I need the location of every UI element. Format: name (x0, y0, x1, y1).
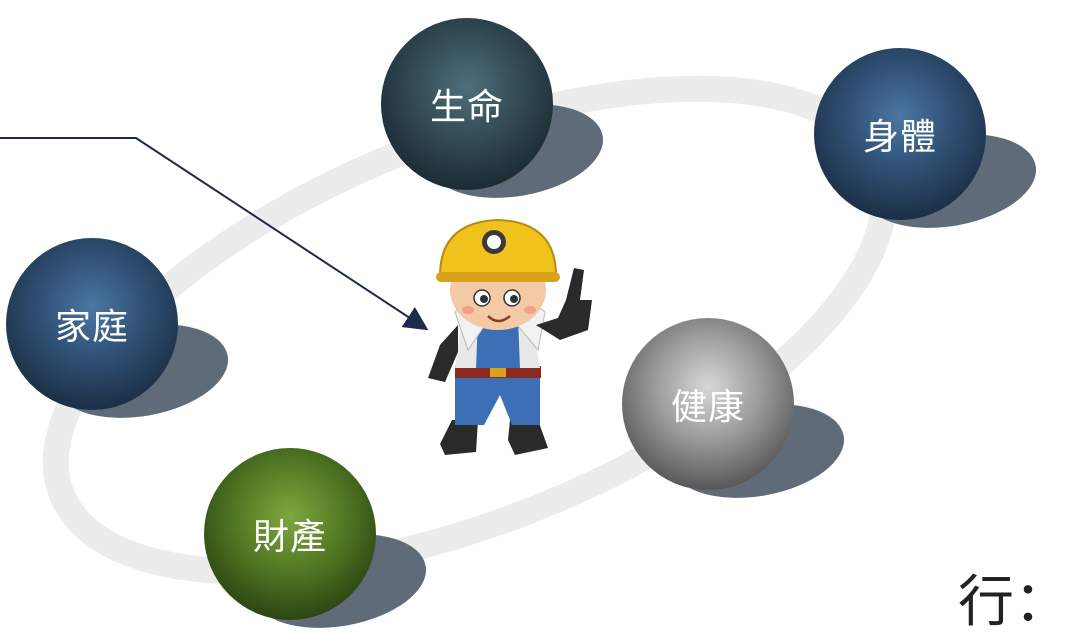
node-orb: 健康 (622, 318, 794, 490)
node-body: 身體 (814, 48, 1044, 241)
node-label: 財產 (252, 517, 327, 558)
node-label: 健康 (670, 387, 745, 428)
pointer-line (0, 137, 429, 331)
node-orb: 身體 (814, 48, 986, 220)
node-life: 生命 (381, 18, 611, 211)
node-label: 家庭 (54, 307, 129, 348)
node-family: 家庭 (6, 238, 236, 431)
miner-worker-thumbs-up-icon (428, 218, 592, 455)
corner-text: 行： (958, 570, 1070, 635)
node-label: 生命 (429, 87, 504, 128)
node-health: 健康 (622, 318, 852, 511)
node-orb: 財產 (204, 448, 376, 620)
node-label: 身體 (862, 117, 937, 158)
node-orb: 家庭 (6, 238, 178, 410)
diagram-canvas: 生命 身體 家庭 健康 財產 行： (0, 18, 1070, 641)
node-property: 財產 (204, 448, 434, 641)
node-orb: 生命 (381, 18, 553, 190)
